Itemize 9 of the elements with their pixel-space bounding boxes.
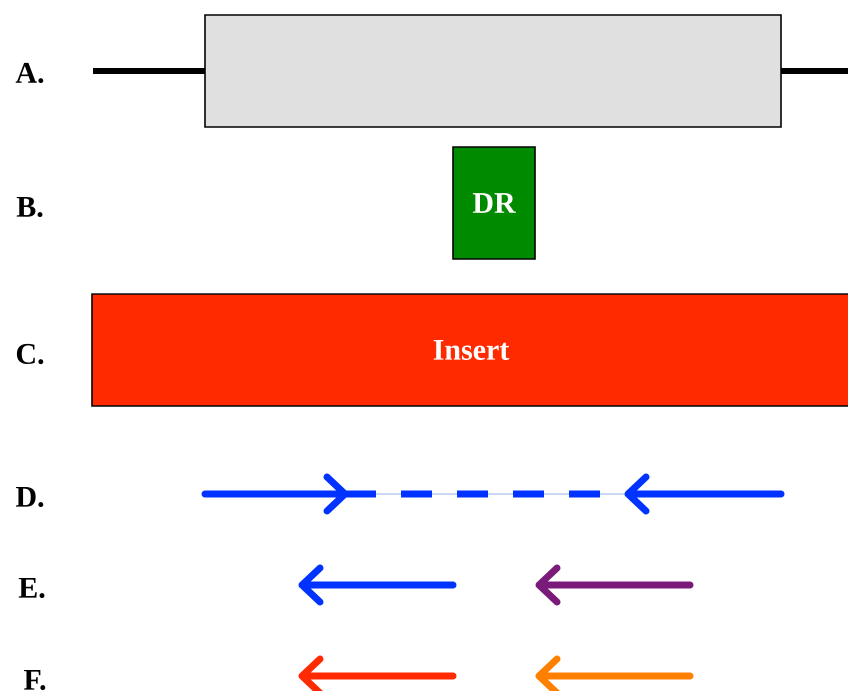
insert-box: Insert — [91, 293, 848, 407]
row-letter: C. — [16, 344, 44, 364]
row-letter: D. — [16, 486, 44, 508]
label-box: DR — [452, 146, 536, 260]
box — [204, 14, 782, 128]
row-letter: A. — [16, 62, 44, 84]
row-letter: B. — [16, 196, 42, 218]
row-letter: F. — [24, 670, 46, 690]
row-letter: E. — [18, 578, 44, 598]
